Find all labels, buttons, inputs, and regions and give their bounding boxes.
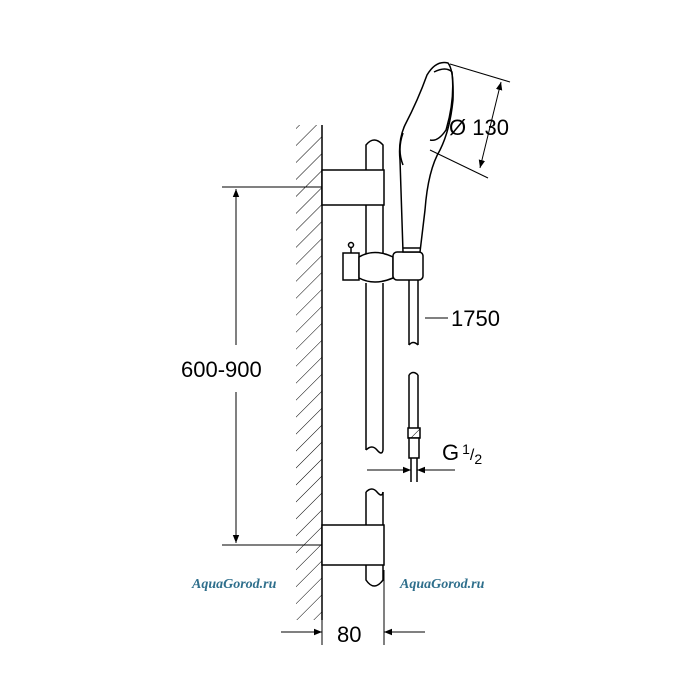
watermark-right: AquaGorod.ru bbox=[399, 577, 485, 592]
upper-wall-bracket bbox=[321, 169, 385, 206]
rail-span-dimension bbox=[222, 186, 322, 546]
hand-shower bbox=[398, 61, 454, 253]
diameter-dimension bbox=[429, 63, 511, 179]
wall-offset-label: 80 bbox=[337, 622, 361, 647]
watermark-left: AquaGorod.ru bbox=[191, 577, 277, 592]
hose-length-label: 1750 bbox=[451, 306, 500, 331]
rail-end-cap bbox=[365, 565, 384, 587]
lower-wall-bracket bbox=[321, 524, 385, 566]
wall bbox=[296, 125, 323, 620]
rail-middle bbox=[365, 283, 384, 525]
slider-holder bbox=[342, 241, 424, 283]
hose bbox=[407, 280, 421, 482]
wall-offset-dimension bbox=[281, 570, 425, 645]
rail-span-label: 600-900 bbox=[181, 357, 262, 382]
diameter-label: Ø 130 bbox=[449, 115, 509, 140]
rail-upper bbox=[365, 139, 384, 260]
thread-dimension bbox=[367, 460, 455, 478]
